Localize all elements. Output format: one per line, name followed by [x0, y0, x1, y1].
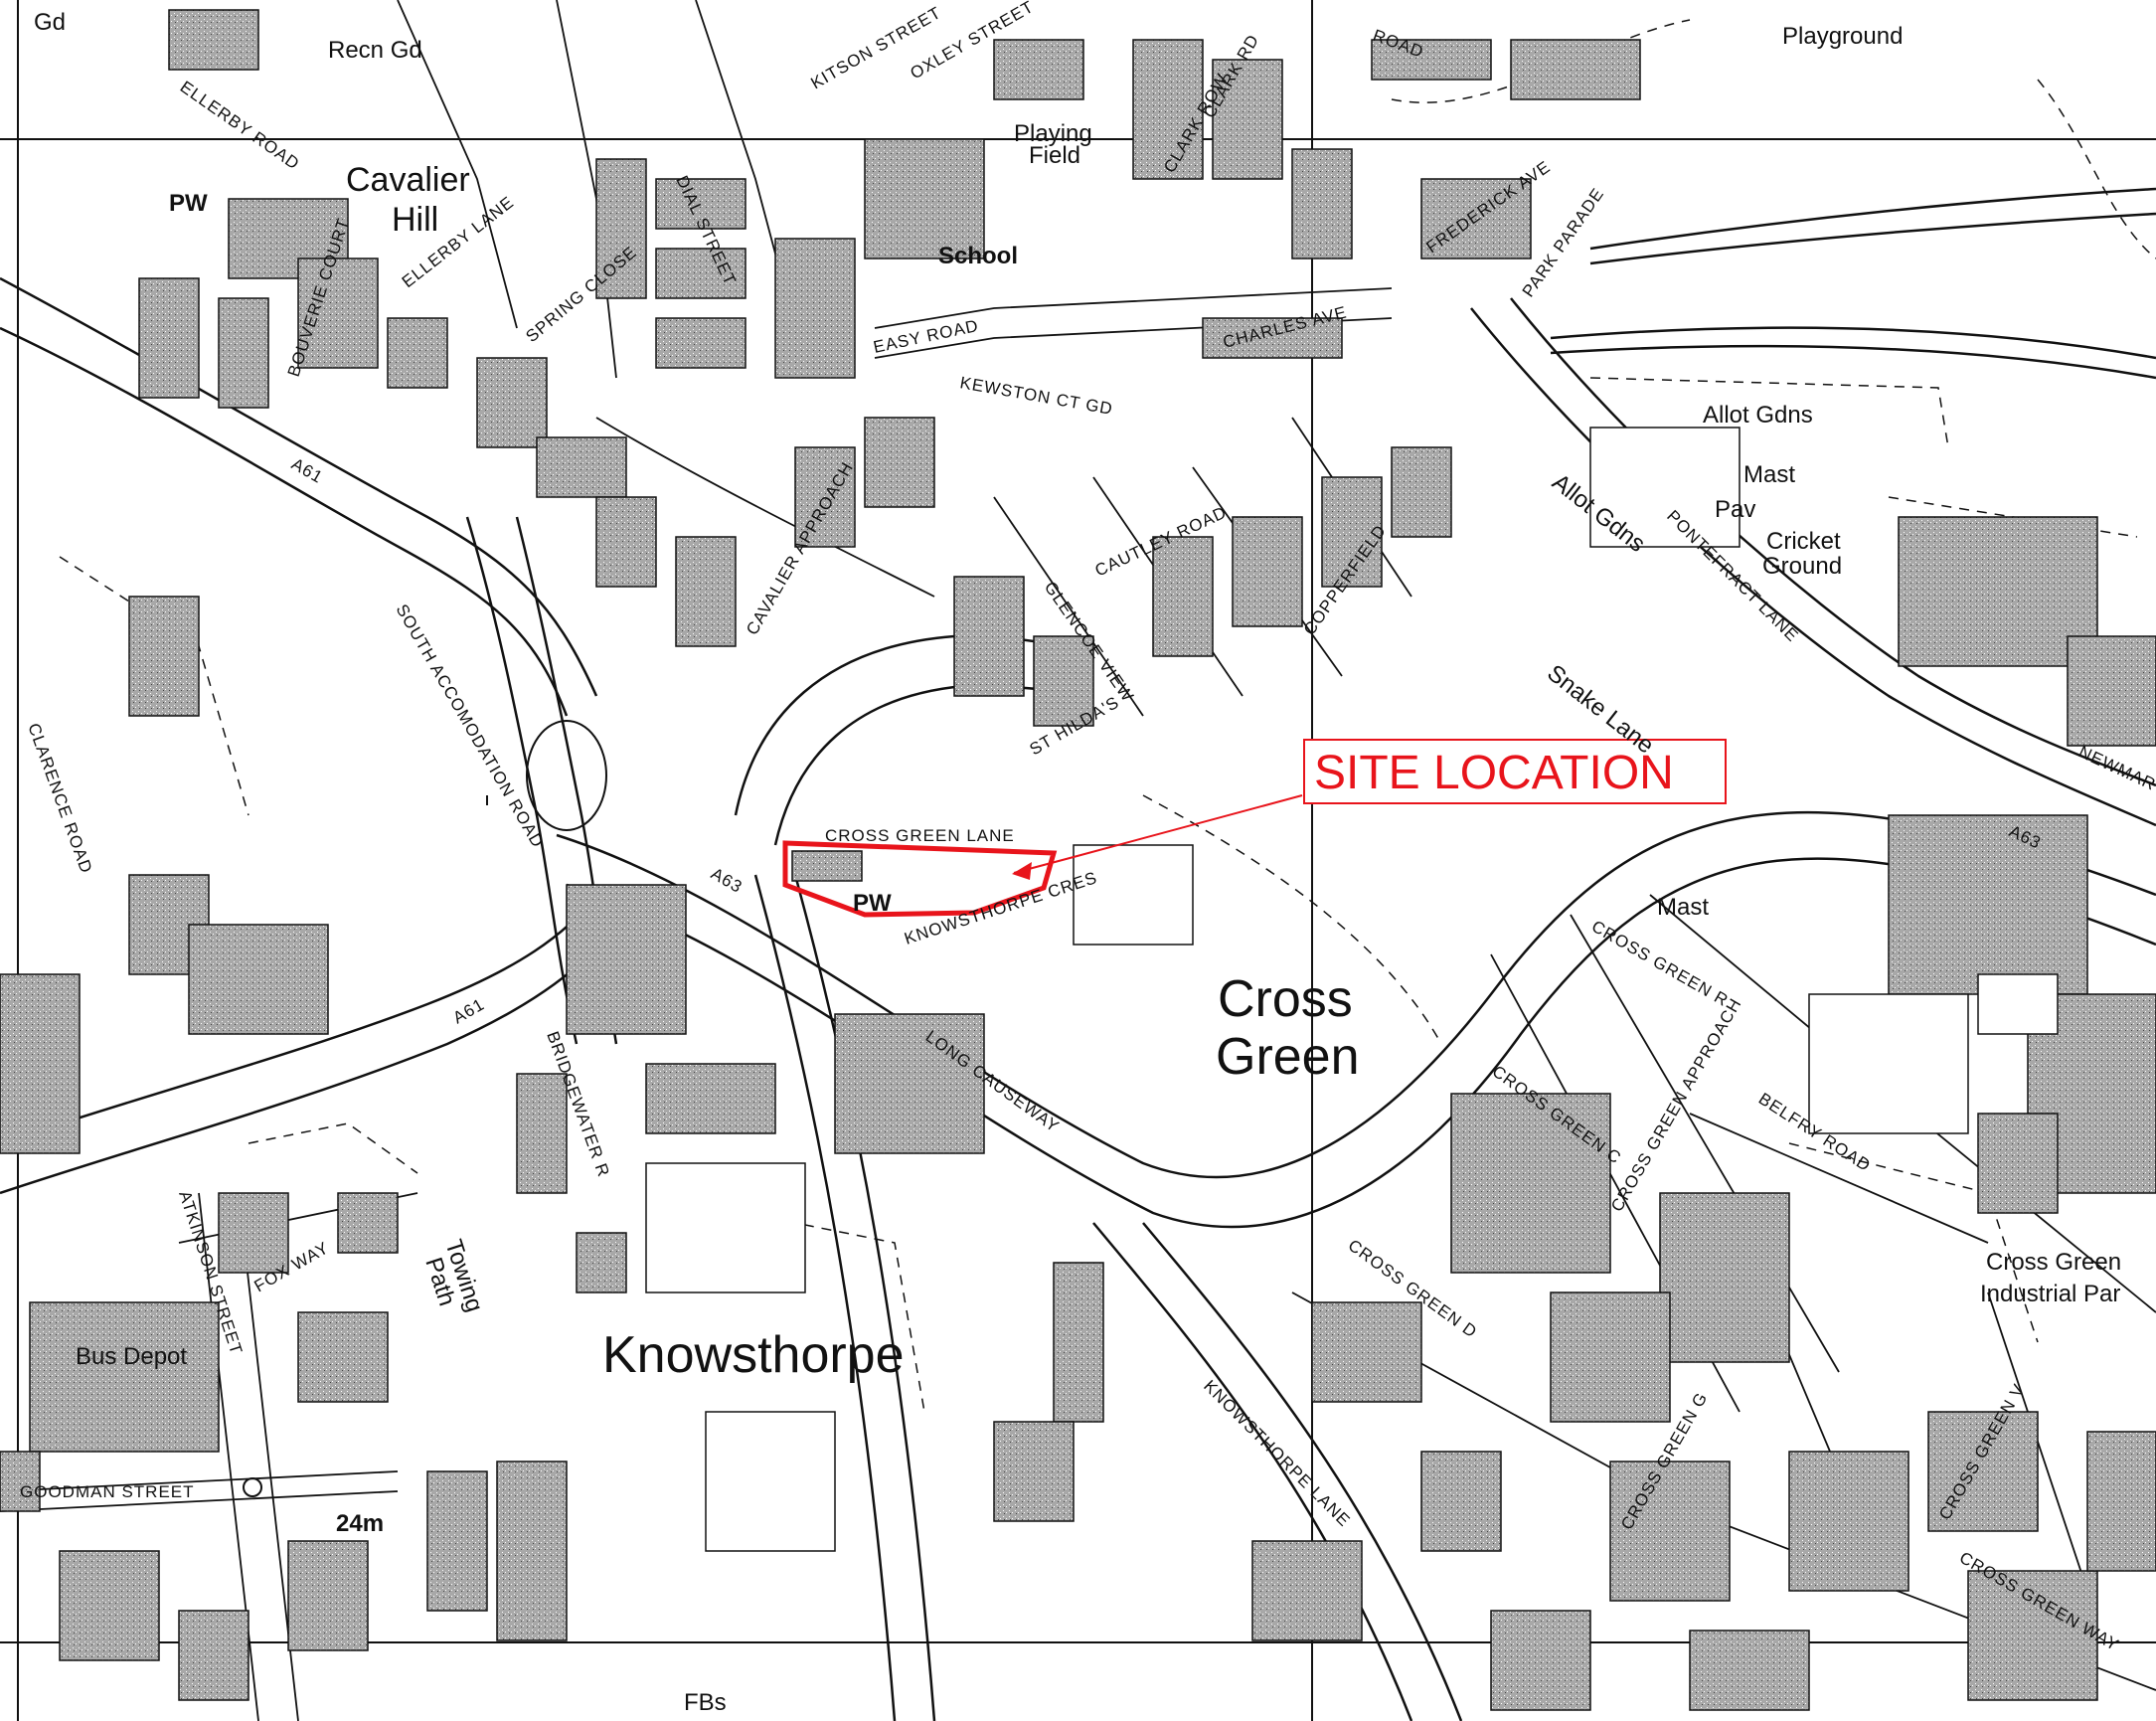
place-cavalier: Cavalier [346, 161, 470, 199]
place-cricket: Cricket [1766, 528, 1841, 555]
place-pw-2: PW [853, 890, 892, 917]
place-playground: Playground [1782, 23, 1903, 50]
place-recn-gd: Recn Gd [328, 37, 422, 64]
place-bus-depot: Bus Depot [76, 1343, 187, 1370]
site-leader-arrow [1012, 862, 1032, 880]
place-allot-gdns-1: Allot Gdns [1703, 402, 1813, 429]
place-hill: Hill [392, 201, 438, 239]
site-building [791, 850, 863, 882]
place-gd: Gd [34, 9, 66, 36]
place-24m: 24m [336, 1510, 384, 1537]
road-goodman: GOODMAN STREET [20, 1482, 195, 1501]
map-symbols [243, 720, 607, 1497]
site-boundary [782, 840, 1058, 918]
place-industrial-1: Cross Green [1986, 1249, 2121, 1276]
place-knowsthorpe: Knowsthorpe [602, 1326, 905, 1384]
main-roads [0, 187, 2156, 1721]
place-fbs: FBs [684, 1689, 727, 1716]
place-pav: Pav [1715, 496, 1755, 523]
place-field: Field [1029, 142, 1080, 169]
place-mast-2: Mast [1657, 894, 1709, 921]
place-ground: Ground [1762, 553, 1842, 580]
place-industrial-2: Industrial Par [1980, 1281, 2120, 1307]
site-label-box [1303, 739, 1727, 804]
place-green: Green [1216, 1028, 1360, 1086]
site-label: SITE LOCATION [1314, 747, 1674, 799]
place-school: School [938, 243, 1018, 269]
place-playing: Playing [1014, 120, 1092, 147]
buildings [0, 9, 2156, 1711]
site-leader-line [1013, 794, 1303, 874]
place-mast-1: Mast [1743, 461, 1795, 488]
open-parcels [645, 427, 2059, 1552]
place-pw-1: PW [169, 190, 208, 217]
road-cross-green-lane: CROSS GREEN LANE [825, 826, 1015, 845]
place-cross: Cross [1218, 970, 1353, 1028]
